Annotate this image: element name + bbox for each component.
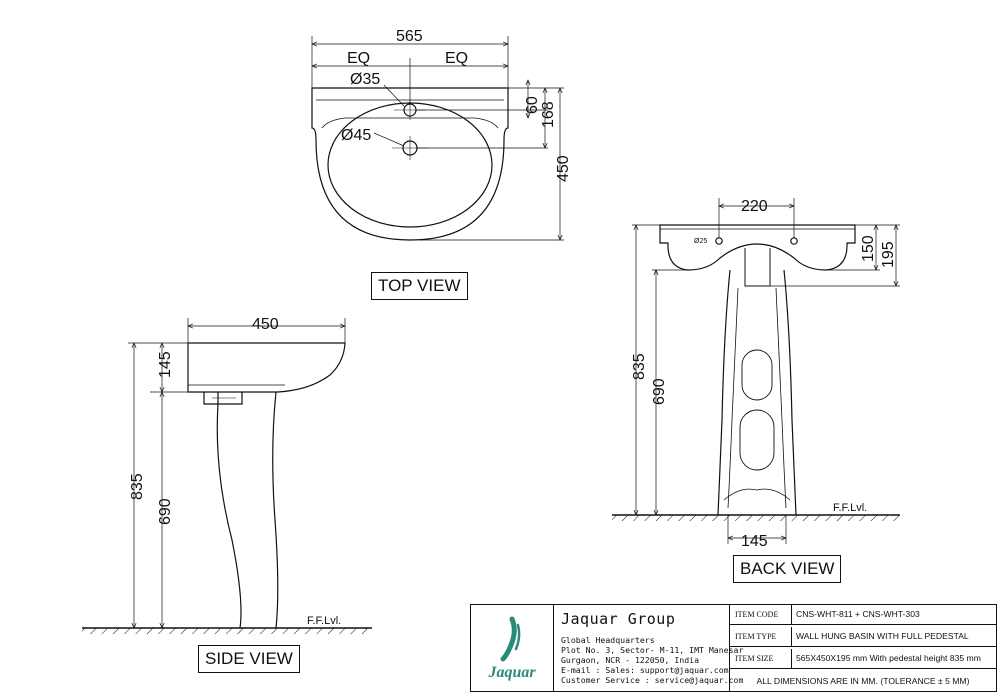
item-type-label: ITEM TYPE: [730, 627, 792, 646]
top-view-drawing: [312, 36, 564, 240]
dim-top-168: 168: [540, 101, 557, 128]
row-item-size: ITEM SIZE 565X450X195 mm With pedestal h…: [730, 649, 996, 669]
top-view-label: TOP VIEW: [371, 272, 468, 300]
dim-side-450: 450: [252, 316, 279, 333]
company-address: Global Headquarters Plot No. 3, Sector- …: [561, 635, 743, 685]
address-line: Global Headquarters: [561, 635, 655, 645]
dim-side-835: 835: [129, 473, 146, 500]
dim-back-835: 835: [631, 353, 648, 380]
address-line: Gurgaon, NCR - 122050, India: [561, 655, 700, 665]
dim-top-60: 60: [524, 96, 541, 114]
side-floor-level: F.F.Lvl.: [307, 615, 341, 627]
back-floor-level: F.F.Lvl.: [833, 502, 867, 514]
side-view-label: SIDE VIEW: [198, 645, 300, 673]
back-view-label: BACK VIEW: [733, 555, 842, 583]
row-item-code: ITEM CODE CNS-WHT-811 + CNS-WHT-303: [730, 605, 996, 625]
item-type-value: WALL HUNG BASIN WITH FULL PEDESTAL: [796, 631, 969, 641]
address-line: E-mail : Sales: support@jaquar.com: [561, 665, 729, 675]
dim-top-eq-left: EQ: [347, 50, 370, 67]
address-line: Customer Service : service@jaquar.com: [561, 675, 744, 685]
dim-back-220: 220: [741, 198, 768, 215]
dim-top-width: 565: [396, 28, 423, 45]
back-view-drawing: [612, 198, 900, 544]
dim-back-195: 195: [880, 241, 897, 268]
item-code-value: CNS-WHT-811 + CNS-WHT-303: [796, 609, 920, 619]
item-code-label: ITEM CODE: [730, 605, 792, 624]
dim-back-hole: Ø25: [694, 238, 707, 245]
title-block: Jaquar Jaquar Group Global Headquarters …: [470, 604, 997, 692]
dim-side-690: 690: [157, 498, 174, 525]
address-line: Plot No. 3, Sector- M-11, IMT Manesar: [561, 645, 744, 655]
brand-logo: Jaquar: [471, 605, 554, 691]
company-name: Jaquar Group: [561, 610, 676, 628]
row-item-type: ITEM TYPE WALL HUNG BASIN WITH FULL PEDE…: [730, 627, 996, 647]
dim-waste-hole: Ø45: [341, 127, 371, 144]
dim-back-145: 145: [741, 533, 768, 550]
dim-tap-hole: Ø35: [350, 71, 380, 88]
dim-back-150: 150: [860, 235, 877, 262]
dim-side-145: 145: [157, 351, 174, 378]
brand-name: Jaquar: [487, 664, 536, 681]
jaquar-logo-icon: Jaquar: [487, 616, 536, 681]
dim-back-690: 690: [651, 378, 668, 405]
dim-top-450: 450: [555, 155, 572, 182]
item-size-label: ITEM SIZE: [730, 649, 792, 668]
dim-top-eq-right: EQ: [445, 50, 468, 67]
side-view-drawing: [82, 318, 372, 634]
item-size-value: 565X450X195 mm With pedestal height 835 …: [796, 653, 981, 663]
company-info: Jaquar Group Global Headquarters Plot No…: [554, 605, 743, 691]
dimensions-note: ALL DIMENSIONS ARE IN MM. (TOLERANCE ± 5…: [756, 676, 970, 686]
